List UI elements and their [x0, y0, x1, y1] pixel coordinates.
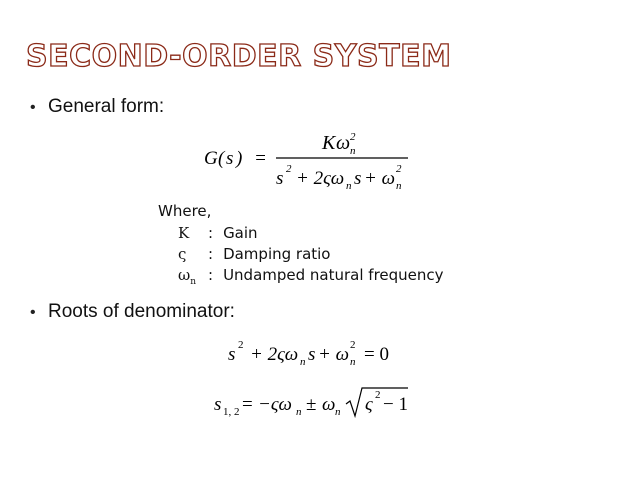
- definition-meaning: Undamped natural frequency: [223, 266, 444, 284]
- ce-s-sup: 2: [238, 339, 244, 351]
- sqrt-sign: [345, 387, 408, 419]
- roots-eq: =: [242, 394, 253, 415]
- roots-radicand-sup: 2: [375, 389, 381, 401]
- definition-symbol-sub: n: [190, 277, 197, 287]
- definition-symbol: K: [178, 224, 190, 242]
- tf-paren-open: (: [218, 148, 226, 169]
- bullet-general-form: • General form:: [30, 97, 164, 116]
- bullet-roots: • Roots of denominator:: [30, 302, 235, 321]
- roots-lhs: s: [214, 394, 221, 415]
- tf-den-s: s: [276, 168, 283, 189]
- definition-separator: :: [208, 266, 214, 284]
- bullet-dot: •: [30, 99, 36, 116]
- tf-equals: =: [254, 148, 267, 169]
- where-label: Where,: [158, 202, 212, 220]
- ce-rhs: = 0: [364, 344, 389, 365]
- tf-num-sub: n: [350, 145, 356, 157]
- bullet-general-form-text: General form:: [48, 96, 165, 117]
- ce-term2-s: s: [308, 344, 315, 365]
- tf-num-omega: ω: [336, 132, 350, 154]
- tf-lhs-func: G: [204, 148, 218, 169]
- tf-den-term3-sup: 2: [396, 163, 402, 175]
- roots-term2: ω: [322, 394, 335, 415]
- slide-title: SECOND-ORDER SYSTEM: [25, 39, 452, 74]
- definition-separator: :: [208, 224, 214, 242]
- roots-term2-sub: n: [335, 406, 341, 418]
- ce-term2-sub: n: [300, 356, 306, 368]
- transfer-function-equation: G ( s ) = K ω 2 n s 2 + 2ςω n s + ω 2 n: [204, 131, 408, 192]
- ce-term3-sup: 2: [350, 339, 356, 351]
- definition-damping: ς: Damping ratio: [178, 245, 444, 266]
- roots-radicand: ς: [365, 394, 373, 415]
- definition-natural-frequency: ωn: Undamped natural frequency: [178, 266, 444, 287]
- definition-symbol: ς: [178, 245, 187, 263]
- roots-lhs-sub: 1, 2: [223, 406, 240, 418]
- definition-separator: :: [208, 245, 214, 263]
- ce-term2: + 2ςω: [250, 344, 298, 365]
- bullet-dot: •: [30, 304, 36, 321]
- tf-den-term2-s: s: [354, 168, 361, 189]
- tf-den-term2: + 2ςω: [296, 168, 344, 189]
- tf-paren-close: ): [235, 148, 242, 169]
- tf-den-term3: + ω: [364, 168, 395, 189]
- ce-term3: + ω: [318, 344, 349, 365]
- tf-num-sup: 2: [350, 131, 356, 143]
- roots-equation: s 1, 2 = −ςω n ± ω n ς 2 − 1: [214, 387, 408, 419]
- tf-lhs-arg: s: [226, 148, 233, 169]
- definition-gain: K: Gain: [178, 224, 444, 245]
- definition-meaning: Damping ratio: [223, 245, 331, 263]
- roots-pm: ±: [306, 394, 316, 415]
- roots-radicand-rest: − 1: [383, 394, 408, 415]
- definition-symbol: ωn: [178, 266, 197, 287]
- roots-term1-sub: n: [296, 406, 302, 418]
- characteristic-equation: s 2 + 2ςω n s + ω 2 n = 0: [228, 339, 389, 368]
- ce-s: s: [228, 344, 235, 365]
- tf-num-gain: K: [321, 132, 337, 154]
- definitions-list: K: Gain ς: Damping ratio ωn: Undamped natur…: [178, 224, 444, 287]
- tf-den-term3-sub: n: [396, 180, 402, 192]
- definition-meaning: Gain: [223, 224, 258, 242]
- ce-term3-sub: n: [350, 356, 356, 368]
- tf-den-term2-sub: n: [346, 180, 352, 192]
- roots-term1: −ςω: [258, 394, 292, 415]
- bullet-roots-text: Roots of denominator:: [48, 301, 235, 322]
- tf-den-s-sup: 2: [286, 163, 292, 175]
